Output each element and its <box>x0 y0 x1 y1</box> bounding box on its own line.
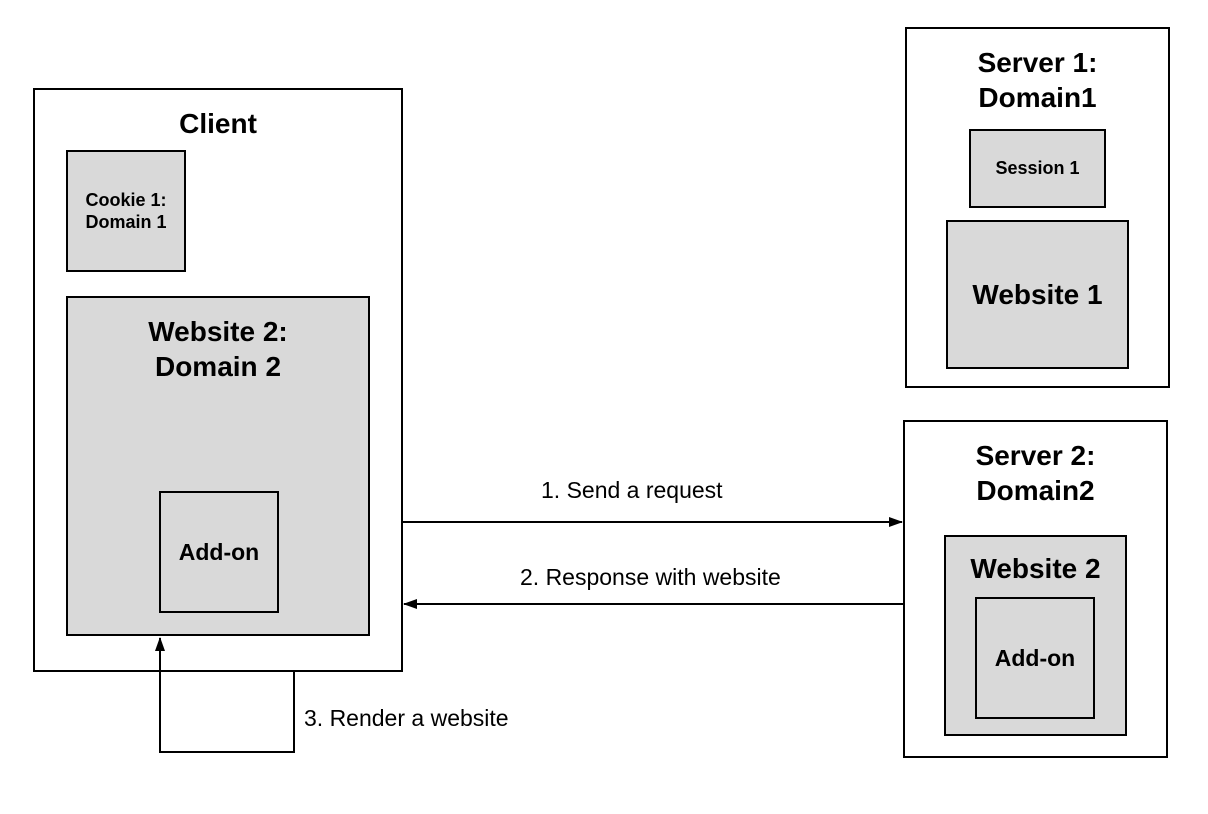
cookie-box: Cookie 1: Domain 1 <box>66 150 186 272</box>
response-label: 2. Response with website <box>520 564 781 590</box>
server2-addon-box: Add-on <box>975 597 1095 719</box>
client-website-title: Website 2: Domain 2 <box>148 316 288 382</box>
render-arrow <box>155 637 295 753</box>
client-addon-label: Add-on <box>178 538 260 565</box>
cookie-label: Cookie 1: Domain 1 <box>85 189 167 233</box>
request-label: 1. Send a request <box>541 477 723 503</box>
server2-title: Server 2: Domain2 <box>975 440 1096 506</box>
server1-title: Server 1: Domain1 <box>977 47 1098 113</box>
server2-addon-label: Add-on <box>994 644 1076 671</box>
server1-website-label: Website 1 <box>972 279 1103 310</box>
client-addon-box: Add-on <box>159 491 279 613</box>
server1-website-box: Website 1 <box>946 220 1129 369</box>
server2-website-title: Website 2 <box>970 553 1101 584</box>
client-title: Client <box>179 108 257 139</box>
session-label: Session 1 <box>995 158 1080 179</box>
render-label: 3. Render a website <box>304 705 509 731</box>
session-box: Session 1 <box>969 129 1106 208</box>
